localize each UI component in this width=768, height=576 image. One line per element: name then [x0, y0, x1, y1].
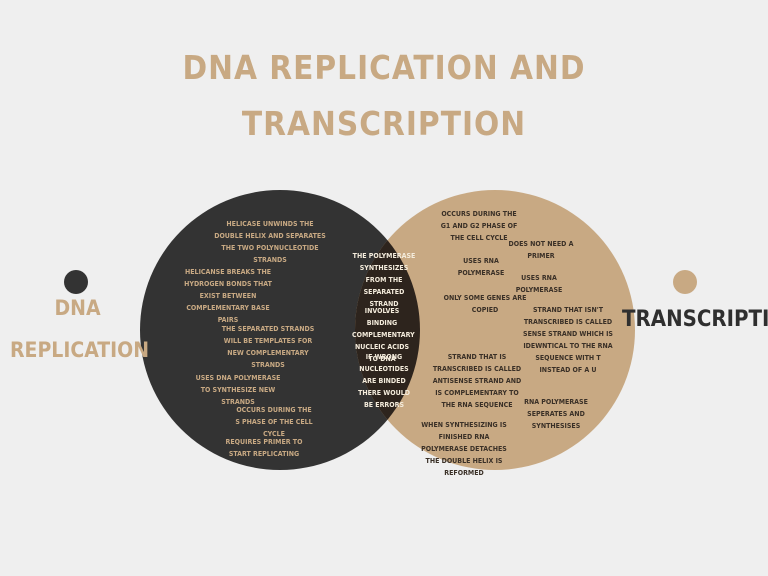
right-item-1: Occurs during the G1 and G2 phase of the…: [440, 210, 518, 242]
dna-replication-marker-dot: [64, 270, 88, 294]
right-item-9: When synthesizing is finished RNA polyme…: [421, 421, 507, 477]
transcription-label: TRANSCRIPTION: [622, 307, 768, 332]
page-title-line1: DNA REPLICATION AND: [182, 48, 586, 87]
page-title-line2: TRANSCRIPTION: [241, 104, 527, 143]
left-item-1: Helicase unwinds the double helix and se…: [214, 220, 326, 264]
right-item-6: Strand that isn't transcribed is called …: [523, 306, 613, 374]
both-item-3: If wrong nucleotides are binded there wo…: [358, 353, 410, 409]
left-item-6: Requires primer to start replicating: [225, 438, 303, 458]
dna-replication-circle: [140, 190, 420, 470]
left-item-2: Helicanse breaks the hydrogen bonds that…: [184, 268, 272, 324]
left-item-4: Uses DNA polymerase to synthesize new st…: [195, 374, 281, 406]
transcription-marker-dot: [673, 270, 697, 294]
right-item-5: Only some genes are copied: [443, 294, 527, 314]
transcription-circle: [355, 190, 635, 470]
right-item-2: Does not need a primer: [508, 240, 574, 260]
left-item-5: Occurs during the S phase of the cell cy…: [235, 406, 313, 438]
both-item-1: The polymerase synthesizes from the sepa…: [352, 252, 416, 308]
dna-replication-label: DNA: [30, 296, 125, 320]
dna-replication-label-2: REPLICATION: [10, 338, 150, 362]
dna-replication-label-line1: DNA: [54, 296, 101, 320]
left-item-3: The separated strands will be templates …: [221, 325, 315, 369]
right-item-3: Uses RNA polymerase: [457, 257, 505, 277]
right-item-7: Strand that is transcribed is called ant…: [432, 353, 522, 409]
right-item-4: Uses RNA polymerase: [515, 274, 563, 294]
dna-replication-label-line2: REPLICATION: [10, 338, 150, 362]
both-item-2: Involves binding complementary nucleic a…: [352, 307, 415, 363]
right-item-8: RNA polymerase seperates and synthesises: [524, 398, 588, 430]
